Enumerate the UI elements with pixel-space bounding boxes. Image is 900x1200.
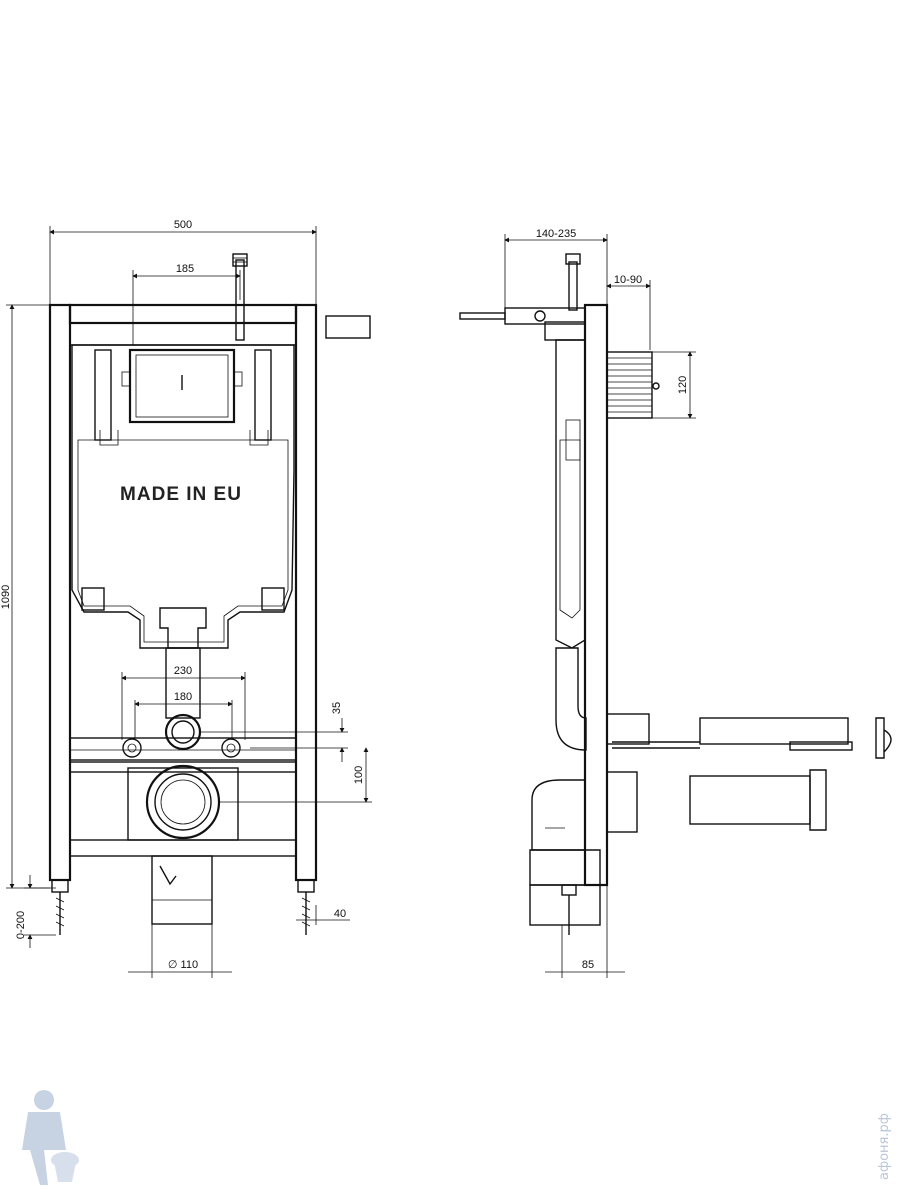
side-frame-post <box>583 303 609 887</box>
frame-mid-rail <box>69 737 297 761</box>
dim-inlet-offset: 185 <box>132 263 241 345</box>
wall-bracket <box>459 253 586 341</box>
dim-foot-offset: 40 <box>296 905 350 925</box>
dim-foot-adjust: 0-200 <box>15 875 56 948</box>
dim-button-depth: 10-90 <box>606 274 651 350</box>
dim-drain-diameter: ∅ 110 <box>128 924 232 978</box>
dim-stud-outer-label: 230 <box>174 665 192 677</box>
drain-sleeve <box>689 775 811 825</box>
frame-bottom-rail <box>69 839 297 857</box>
brand-text: MADE IN EU <box>120 484 242 505</box>
dim-depth-range-label: 140-235 <box>536 228 576 240</box>
flush-outlet <box>164 713 202 751</box>
side-foot <box>561 884 577 935</box>
dim-stud-inner-label: 180 <box>174 691 192 703</box>
drain-pipe <box>151 855 213 925</box>
dim-width-label: 500 <box>174 219 192 231</box>
dim-button-depth-label: 10-90 <box>614 274 642 286</box>
stud-left <box>122 738 142 758</box>
dim-foot-offset-label: 40 <box>334 908 346 920</box>
side-drain-elbow <box>529 779 601 926</box>
dim-button-height-label: 120 <box>677 376 689 394</box>
dim-button-height: 120 <box>652 351 696 419</box>
flush-button-side <box>606 351 660 419</box>
dim-bottom-depth-label: 85 <box>582 959 594 971</box>
dim-height: 1090 <box>0 304 50 889</box>
dim-inlet-offset-label: 185 <box>176 263 194 275</box>
dim-foot-adjust-label: 0-200 <box>15 911 27 939</box>
dim-outlet-small-label: 35 <box>331 702 343 714</box>
front-view: 500 185 <box>0 219 372 978</box>
dim-drain-diameter-label: ∅ 110 <box>168 959 198 971</box>
dim-width: 500 <box>49 219 317 305</box>
watermark-site: афоня.рф <box>877 1113 892 1180</box>
dim-studs: 230 180 <box>121 665 246 740</box>
dim-height-label: 1090 <box>0 585 12 609</box>
frame-right-post <box>294 303 318 882</box>
plumber-logo <box>22 1090 79 1185</box>
water-inlet <box>232 253 248 341</box>
drain-outlet <box>145 764 221 840</box>
dim-outlet-offsets: 35 100 <box>200 702 372 803</box>
side-flush-pipe <box>555 647 587 751</box>
dim-outlet-large-label: 100 <box>353 766 365 784</box>
cistern-side <box>555 339 586 649</box>
dim-bottom-depth: 85 <box>545 885 625 978</box>
side-button-box <box>325 315 371 339</box>
frame-left-post <box>48 303 72 882</box>
wc-bowl-top <box>699 717 849 745</box>
flush-pipe <box>165 647 201 719</box>
side-view: 140-235 10-90 120 <box>459 228 892 978</box>
dim-depth-range: 140-235 <box>504 228 608 310</box>
cistern: MADE IN EU <box>71 344 295 649</box>
frame-top-rail <box>68 303 298 325</box>
left-foot <box>51 879 69 935</box>
stud-right <box>221 738 241 758</box>
